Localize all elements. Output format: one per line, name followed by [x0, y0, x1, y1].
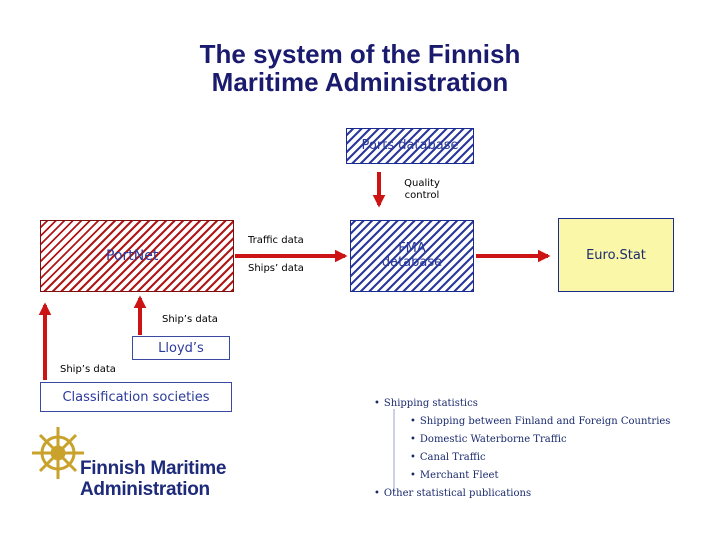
page-title: The system of the Finnish Maritime Admin…	[0, 40, 720, 96]
portnet-label: PortNet	[106, 248, 159, 264]
logo-text: Finnish Maritime Administration	[80, 458, 226, 500]
classification-societies-label: Classification societies	[62, 389, 210, 405]
fma-label-2: database	[381, 255, 443, 270]
fma-label-1: FMA	[398, 241, 426, 256]
quality-control-label: Quality control	[404, 178, 440, 201]
ports-database-label: Ports database	[361, 138, 459, 153]
classification-societies-box: Classification societies	[40, 382, 232, 412]
eurostat-box: Euro.Stat	[558, 218, 674, 292]
ports-database-box: Ports database	[346, 128, 474, 164]
title-line-2: Maritime Administration	[211, 67, 509, 97]
ships-data-plural-label: Ships’ data	[248, 263, 304, 274]
title-line-1: The system of the Finnish	[199, 39, 521, 69]
list-item: •Domestic Waterborne Traffic	[410, 434, 567, 445]
list-item: •Other statistical publications	[374, 488, 532, 499]
list-item: •Canal Traffic	[410, 452, 486, 463]
lloyds-label: Lloyd’s	[158, 340, 204, 356]
ships-data-label-upper: Ship’s data	[162, 314, 218, 325]
lloyds-box: Lloyd’s	[132, 336, 230, 360]
fma-database-box: FMA database	[350, 220, 474, 292]
ships-data-label-lower: Ship’s data	[60, 364, 116, 375]
list-item: •Shipping between Finland and Foreign Co…	[410, 416, 671, 427]
logo-line-2: Administration	[80, 479, 210, 500]
portnet-box: PortNet	[40, 220, 234, 292]
list-item: •Shipping statistics	[374, 398, 478, 409]
list-item: •Merchant Fleet	[410, 470, 499, 481]
logo-line-1: Finnish Maritime	[80, 458, 227, 479]
eurostat-label: Euro.Stat	[586, 247, 646, 263]
traffic-data-label: Traffic data	[248, 235, 304, 246]
